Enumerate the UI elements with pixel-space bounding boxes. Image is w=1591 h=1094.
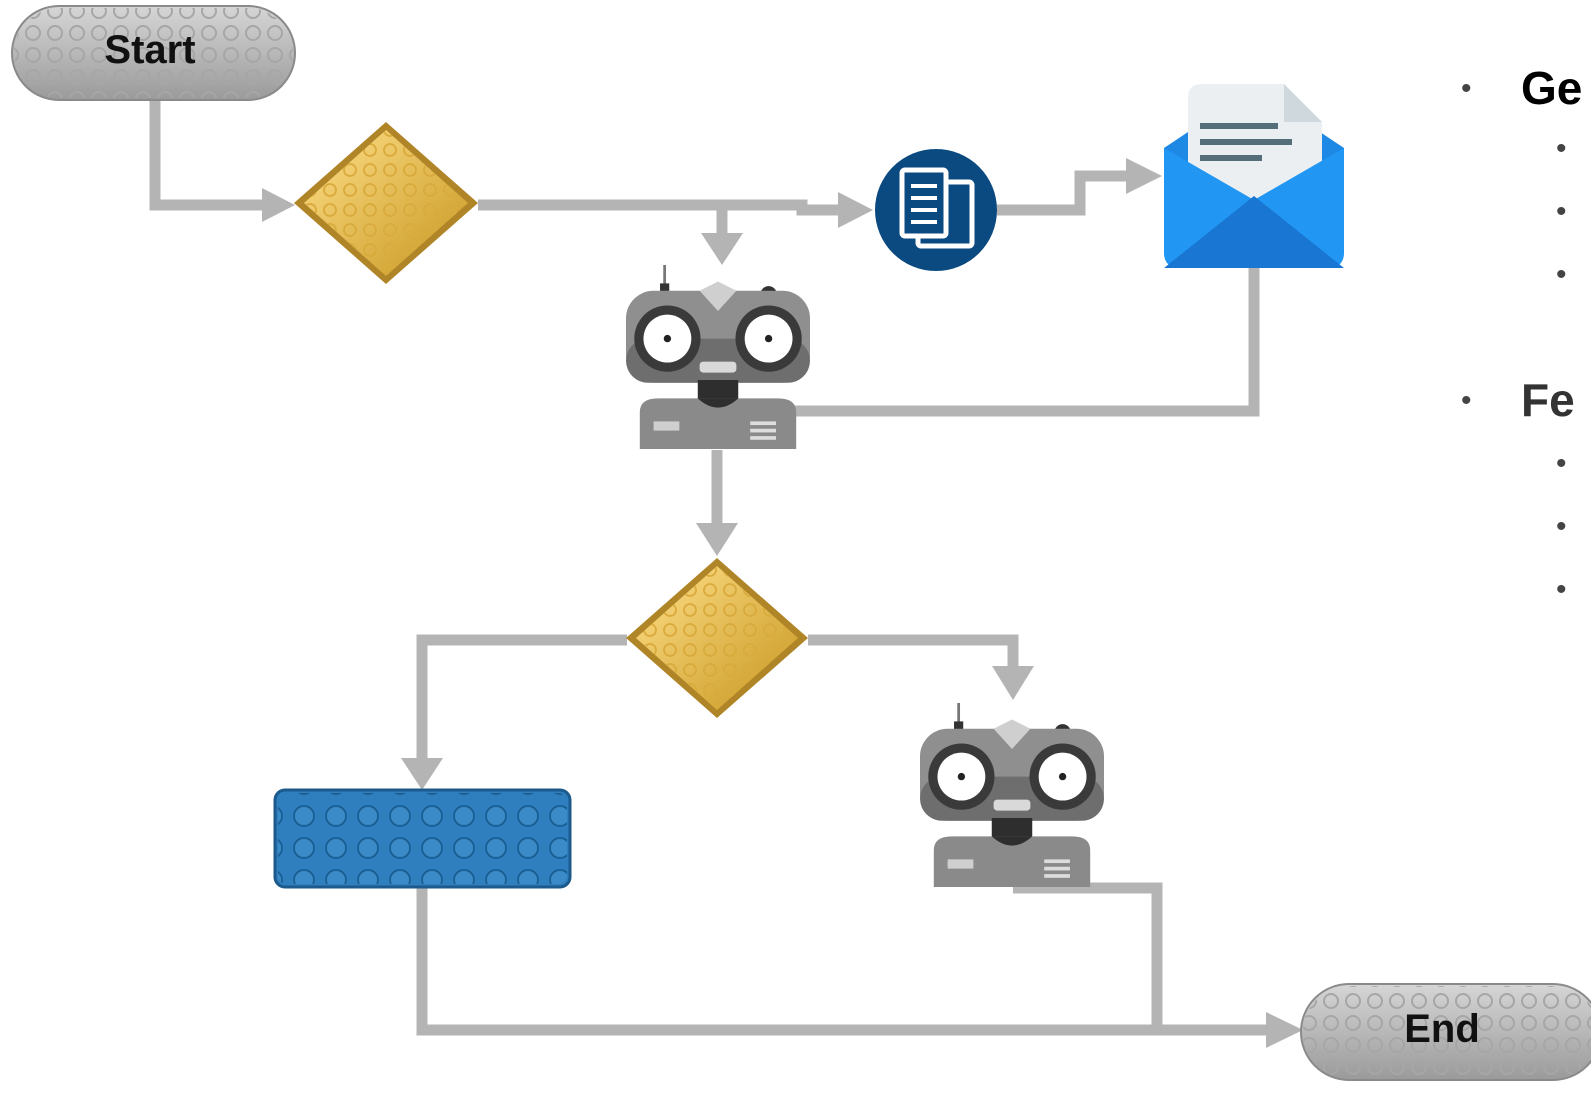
connector-decision2-to-process	[416, 634, 627, 760]
connector-process-to-end	[416, 885, 1268, 1036]
end-terminal[interactable]: End	[1300, 983, 1591, 1081]
robot-icon[interactable]	[626, 265, 810, 449]
connector-decision2-to-robot2	[808, 634, 1019, 668]
connectors	[149, 98, 1268, 1036]
bullet-marker: •	[1461, 384, 1472, 417]
arrowhead-to-end	[1266, 1012, 1303, 1048]
connector-document-to-email	[997, 170, 1128, 216]
arrowhead-to-process	[401, 758, 443, 790]
sub-bullet-marker: •	[1556, 132, 1567, 165]
start-terminal[interactable]: Start	[11, 5, 296, 101]
bullet-list: • Ge • • • • Fe • • •	[1461, 62, 1582, 606]
open-envelope-icon[interactable]	[1164, 84, 1344, 268]
document-copy-icon[interactable]	[875, 149, 997, 271]
decision-diamond-1[interactable]	[294, 122, 478, 284]
arrowhead-to-decision1	[262, 188, 295, 222]
arrowhead-to-decision2	[696, 523, 738, 556]
decision-diamond-2[interactable]	[626, 558, 808, 718]
sub-bullet-marker: •	[1556, 258, 1567, 291]
connector-start-to-decision1	[149, 98, 265, 211]
sub-bullet-marker: •	[1556, 195, 1567, 228]
arrowhead-to-document	[838, 192, 873, 228]
process-block[interactable]	[273, 788, 572, 889]
bullet-marker: •	[1461, 72, 1472, 105]
robot-icon[interactable]	[920, 703, 1104, 887]
sub-bullet-marker: •	[1556, 573, 1567, 606]
arrowhead-to-robot1	[701, 233, 743, 265]
start-label: Start	[104, 28, 195, 72]
sub-bullet-marker: •	[1556, 510, 1567, 543]
sub-bullet-marker: •	[1556, 447, 1567, 480]
bullet-heading-1: Ge	[1521, 62, 1582, 114]
arrowheads	[262, 158, 1303, 1048]
connector-email-to-robot1	[790, 265, 1260, 417]
end-label: End	[1404, 1007, 1480, 1051]
connector-decision1-to-document	[478, 199, 840, 216]
connector-robot2-to-end	[1013, 882, 1163, 1030]
bullet-heading-2: Fe	[1521, 374, 1575, 426]
arrowhead-to-email	[1126, 158, 1162, 194]
arrowhead-to-robot2	[992, 666, 1034, 700]
